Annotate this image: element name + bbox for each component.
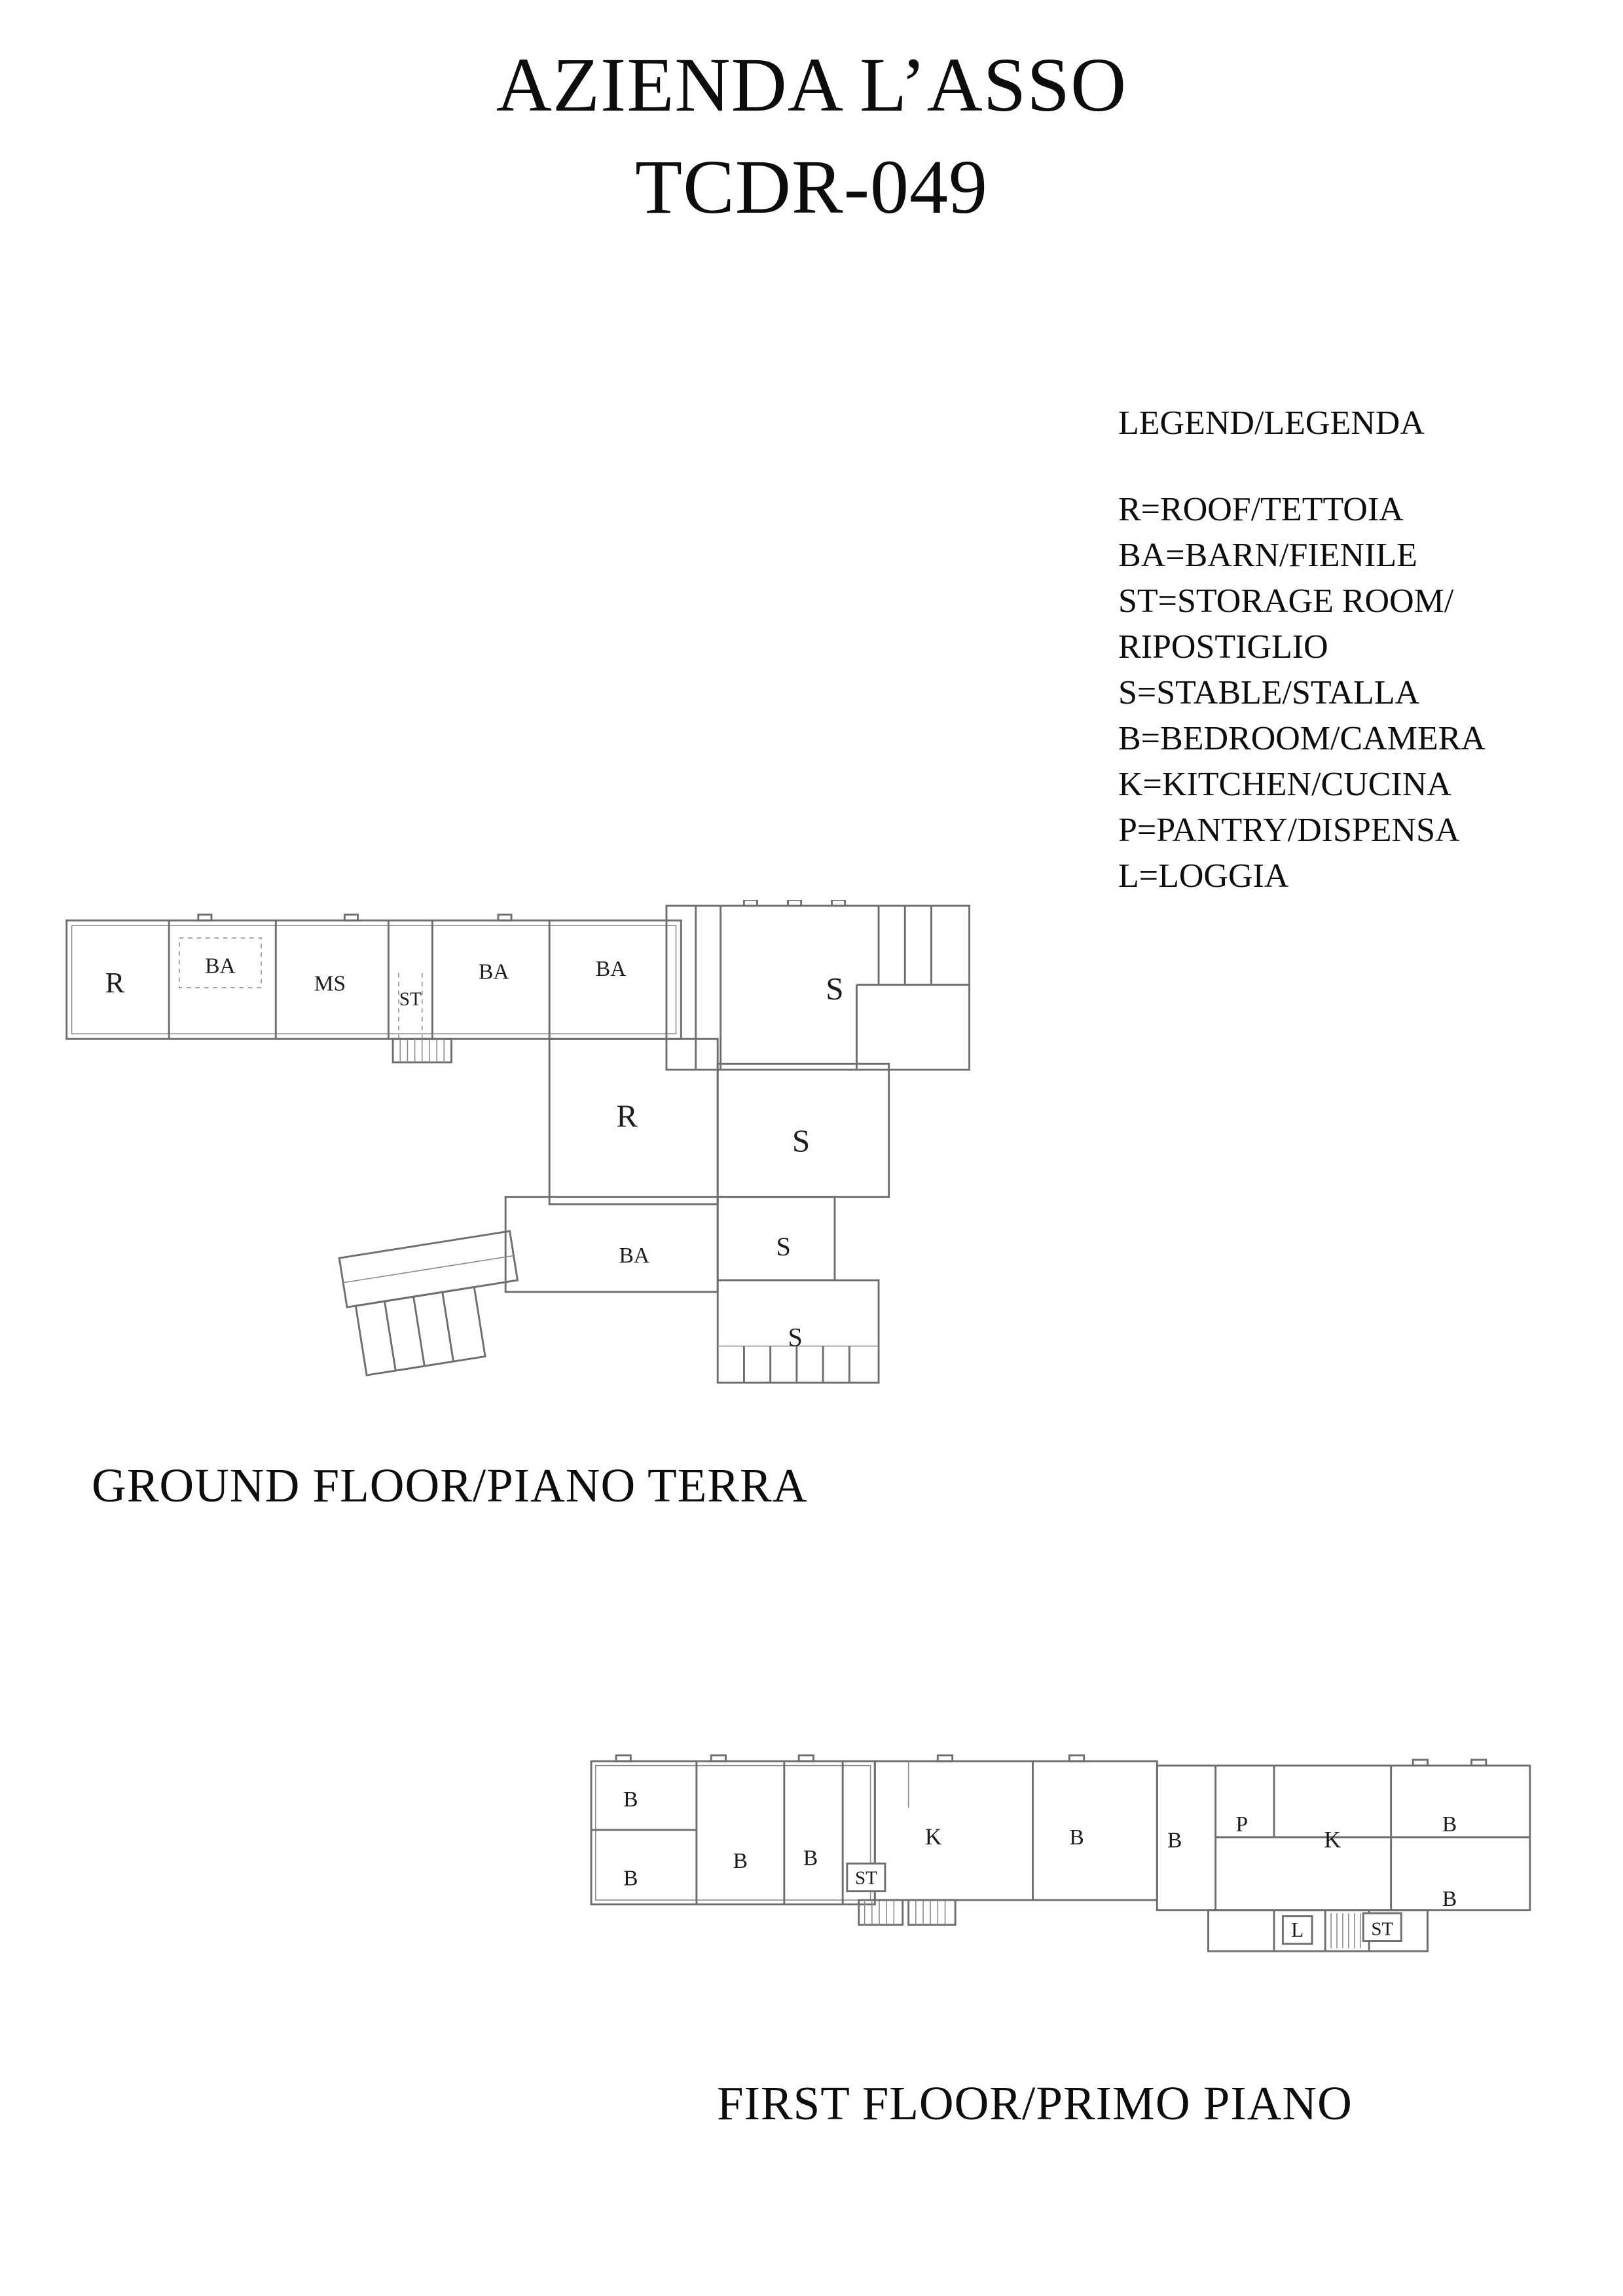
legend-entry: RIPOSTIGLIO <box>1118 628 1328 666</box>
room-label: BA <box>619 1244 650 1268</box>
room-label: R <box>616 1098 638 1134</box>
room-label: P <box>1236 1812 1249 1837</box>
room-label: B <box>1069 1825 1084 1850</box>
first-plan-walls <box>590 1754 1531 1952</box>
room-label: R <box>105 966 125 999</box>
room-label: ST <box>399 989 422 1010</box>
ground-floor-caption: GROUND FLOOR/PIANO TERRA <box>92 1459 808 1512</box>
room-label: S <box>792 1122 810 1158</box>
room-label: L <box>1291 1918 1304 1941</box>
legend-header: LEGEND/LEGENDA <box>1118 404 1425 442</box>
legend-entry: BA=BARN/FIENILE <box>1118 537 1417 574</box>
first-floor-plan: B B B B ST K B B P K B B L ST <box>590 1754 1531 1952</box>
room-label: B <box>1442 1887 1457 1911</box>
room-label: K <box>1324 1827 1341 1853</box>
doc-title-line1: AZIENDA L’ASSO <box>496 42 1127 128</box>
legend-entry: K=KITCHEN/CUCINA <box>1118 766 1451 803</box>
room-label: S <box>788 1323 802 1352</box>
legend-entries: R=ROOF/TETTOIA BA=BARN/FIENILE ST=STORAG… <box>1118 487 1486 899</box>
room-label: B <box>1167 1829 1182 1853</box>
legend-entry: P=PANTRY/DISPENSA <box>1118 812 1460 849</box>
room-label: K <box>925 1823 942 1850</box>
legend-entry: R=ROOF/TETTOIA <box>1118 491 1404 528</box>
document-title: AZIENDA L’ASSO TCDR-049 <box>0 34 1623 238</box>
room-label: BA <box>479 960 509 984</box>
room-label: S <box>826 971 843 1007</box>
room-label: ST <box>855 1867 877 1888</box>
room-label: B <box>733 1849 748 1873</box>
room-label: B <box>803 1846 818 1870</box>
room-label: B <box>623 1787 638 1812</box>
legend: LEGEND/LEGENDA R=ROOF/TETTOIA BA=BARN/FI… <box>1118 401 1486 899</box>
room-label: BA <box>596 957 627 981</box>
room-label: S <box>776 1232 791 1261</box>
legend-entry: ST=STORAGE ROOM/ <box>1118 583 1454 620</box>
legend-entry: S=STABLE/STALLA <box>1118 674 1420 711</box>
ground-floor-plan: R BA MS ST BA BA S R S BA S S <box>65 900 971 1384</box>
room-label: B <box>623 1867 638 1891</box>
legend-entry: L=LOGGIA <box>1118 857 1289 895</box>
first-floor-caption: FIRST FLOOR/PRIMO PIANO <box>717 2077 1353 2130</box>
room-label: MS <box>314 972 346 996</box>
legend-entry: B=BEDROOM/CAMERA <box>1118 720 1486 757</box>
room-label: ST <box>1371 1919 1393 1940</box>
doc-title-line2: TCDR-049 <box>635 143 988 230</box>
ground-plan-walls <box>65 900 971 1384</box>
room-label: B <box>1442 1812 1457 1837</box>
room-label: BA <box>205 954 236 978</box>
